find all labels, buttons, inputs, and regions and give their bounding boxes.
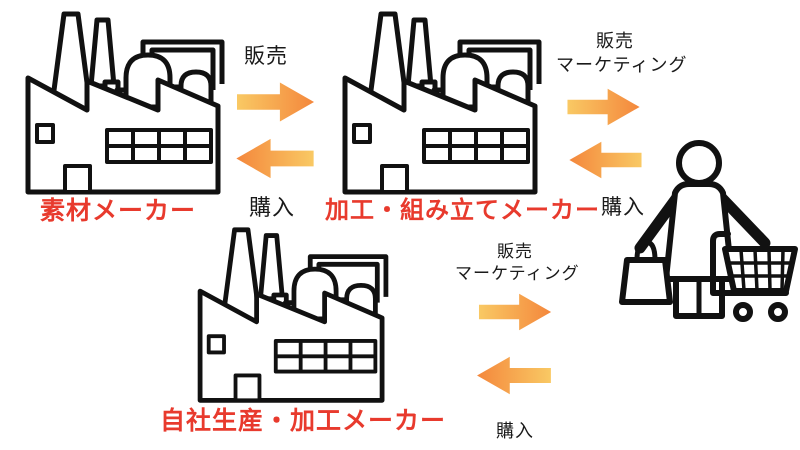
factory-icon: [25, 10, 225, 200]
label-material-maker: 素材メーカー: [40, 197, 197, 225]
factory-icon: [195, 226, 391, 408]
label-assembly-maker: 加工・組み立てメーカー: [325, 197, 600, 224]
arrow-right-icon: [477, 291, 554, 333]
arrow-right-icon: [564, 86, 644, 128]
factory-icon: [342, 10, 542, 200]
flow3-sell-label: 販売: [497, 242, 533, 261]
flow2-marketing-label: マーケティング: [556, 55, 688, 75]
flow1-buy-label: 購入: [249, 195, 296, 220]
flow2-sell-label: 販売: [596, 31, 634, 51]
flow1-sell-label: 販売: [244, 45, 288, 68]
label-inhouse-maker: 自社生産・加工メーカー: [160, 407, 447, 435]
arrow-left-icon: [235, 136, 314, 181]
flow3-marketing-label: マーケティング: [455, 264, 580, 283]
arrow-right-icon: [237, 79, 315, 125]
flow3-buy-label: 購入: [496, 421, 534, 441]
flow2-buy-label: 購入: [601, 196, 645, 219]
consumer-shopper-icon: [615, 136, 800, 331]
arrow-left-icon: [474, 354, 553, 397]
